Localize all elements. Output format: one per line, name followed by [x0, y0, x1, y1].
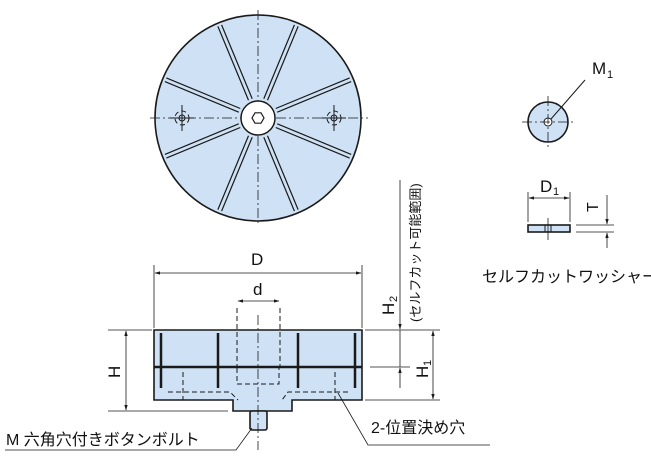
label-h: H [105, 366, 124, 378]
slot-line [275, 126, 350, 159]
label-t: T [585, 202, 602, 212]
slot-line [217, 26, 250, 101]
washer-top-view: M 1 [522, 59, 613, 150]
slot-line [217, 135, 250, 210]
slot-line [221, 24, 253, 99]
label-m1: M [592, 59, 606, 78]
hole-callout: 2-位置決め穴 [371, 419, 465, 437]
label-d-outer: D [251, 250, 263, 269]
svg-text:2: 2 [388, 296, 400, 302]
locating-hole-left [170, 105, 194, 131]
hex-socket-icon [251, 112, 265, 124]
radial-slots [164, 24, 352, 212]
slot-line [166, 77, 241, 110]
locating-hole-right [322, 105, 346, 131]
slot-line [266, 26, 299, 101]
label-d1: D [540, 177, 552, 196]
slot-line [277, 123, 352, 155]
washer-side-view: D 1 T セルフカットワッシャー [482, 177, 651, 286]
side-view: D d H H 2 H 1 (セルフカット可能範囲) M 六角穴付きボタンボルト… [5, 180, 490, 451]
bolt-callout: M 六角穴付きボタンボルト [6, 431, 200, 449]
slot-line [164, 123, 239, 155]
slot-line [166, 126, 241, 159]
slot-line [221, 137, 253, 212]
svg-text:1: 1 [422, 360, 434, 366]
svg-text:1: 1 [607, 69, 613, 81]
label-d-inner: d [253, 280, 262, 299]
label-h1: H [413, 366, 432, 378]
slot-line [263, 24, 295, 99]
svg-text:1: 1 [553, 186, 559, 198]
top-view [150, 10, 368, 226]
label-h2: H [379, 303, 398, 315]
slot-line [277, 81, 352, 113]
slot-line [164, 81, 239, 113]
slot-line [275, 77, 350, 110]
washer-caption: セルフカットワッシャー [482, 269, 651, 286]
center-hub [240, 100, 276, 136]
slot-line [263, 137, 295, 212]
slot-line [266, 135, 299, 210]
self-cut-range-label: (セルフカット可能範囲) [408, 183, 423, 322]
